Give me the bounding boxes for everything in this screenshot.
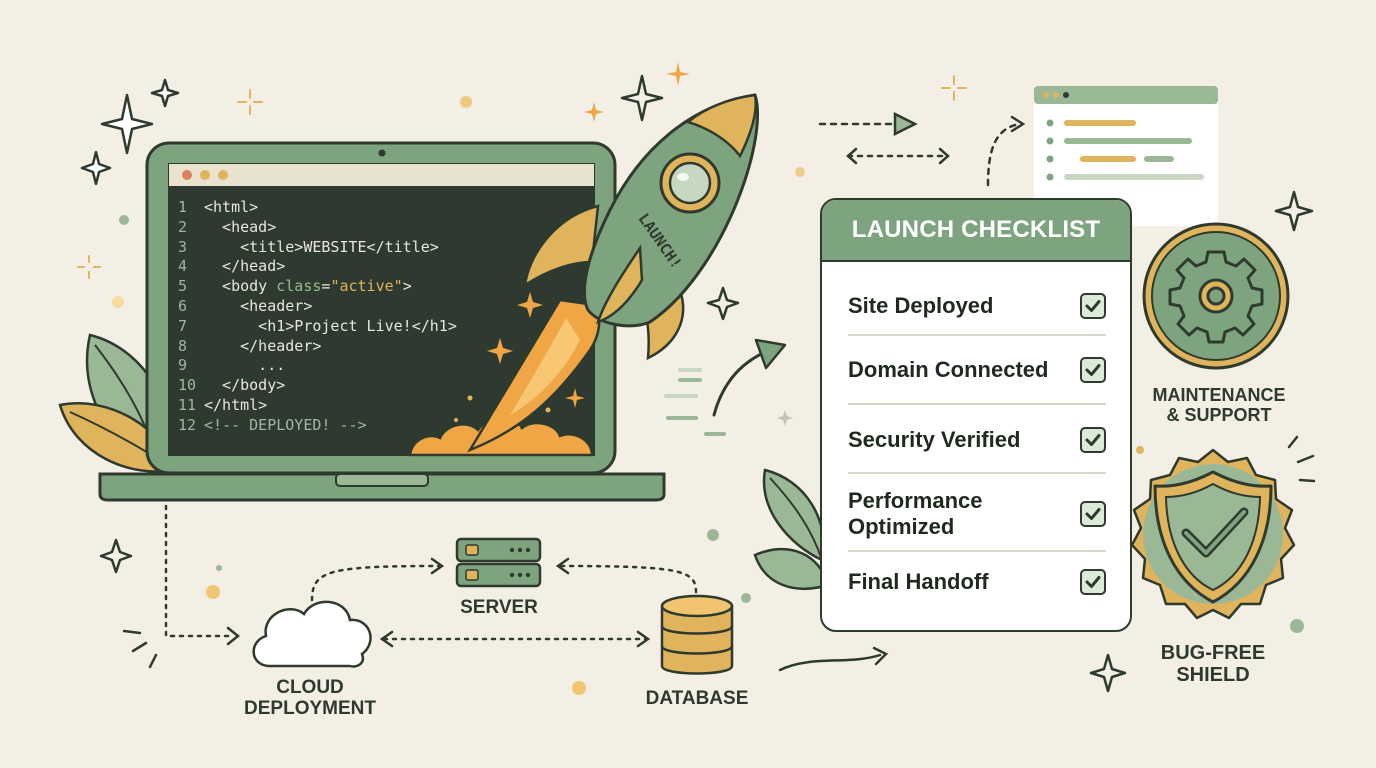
rocket-icon	[467, 93, 760, 453]
checklist-item-label: Final Handoff	[848, 568, 989, 594]
database-icon	[660, 594, 734, 675]
checklist-item-label: Domain Connected	[848, 356, 1049, 382]
sparkle-icon	[80, 74, 1314, 693]
code-text: <title>WEBSITE</title>	[204, 237, 439, 256]
divider	[848, 472, 1106, 474]
arrow-icon	[818, 111, 1026, 187]
code-line: 7 <h1>Project Live!</h1>	[178, 317, 457, 337]
line-number: 3	[178, 237, 188, 256]
checklist-item-label: Performance Optimized	[848, 487, 983, 539]
line-number: 8	[178, 336, 188, 355]
sparkle-icon	[487, 62, 793, 426]
code-text: </html>	[204, 395, 268, 414]
check-icon[interactable]	[1080, 501, 1106, 527]
line-number: 11	[178, 395, 197, 414]
code-text: <h1>Project Live!</h1>	[204, 316, 457, 335]
checklist-item-label: Security Verified	[848, 426, 1021, 452]
gear-icon	[1142, 222, 1290, 370]
speed-lines	[664, 368, 726, 436]
divider	[848, 403, 1106, 405]
code-line: 10 </body>	[178, 376, 457, 396]
code-text: <body class="active">	[204, 277, 412, 296]
arrow-icon	[778, 646, 889, 672]
code-text: <head>	[204, 217, 277, 236]
cloud-icon	[252, 600, 372, 668]
sparkle-icon	[77, 75, 967, 279]
line-number: 5	[178, 277, 188, 296]
line-number: 9	[178, 356, 188, 375]
database-label: DATABASE	[645, 688, 749, 709]
checklist-item-final-handoff: Final Handoff	[848, 564, 1106, 600]
code-text: <!-- DEPLOYED! -->	[204, 415, 367, 434]
code-text: <html>	[204, 198, 259, 216]
line-number: 6	[178, 296, 188, 315]
line-number: 1	[178, 198, 188, 216]
code-text: </header>	[204, 336, 322, 355]
maintenance-label: MAINTENANCE & SUPPORT	[1136, 385, 1302, 426]
checklist-item-site-deployed: Site Deployed	[848, 288, 1106, 324]
rays	[122, 435, 1316, 669]
checklist-item-performance-optimized: Performance Optimized	[848, 484, 1106, 544]
maintenance-label-line-2: & SUPPORT	[1166, 404, 1272, 425]
check-icon[interactable]	[1080, 357, 1106, 383]
server-label: SERVER	[460, 597, 538, 618]
code-line: 11 </html>	[178, 396, 457, 416]
shield-label-line-1: BUG-FREE	[1160, 642, 1266, 664]
shield-label: BUG-FREE SHIELD	[1130, 642, 1296, 686]
line-number: 7	[178, 316, 188, 335]
check-icon[interactable]	[1080, 427, 1106, 453]
server-icon	[455, 537, 542, 588]
check-icon[interactable]	[1080, 569, 1106, 595]
connector-lines	[164, 504, 698, 648]
check-icon[interactable]	[1080, 293, 1106, 319]
code-line: 2 <head>	[178, 218, 457, 238]
line-number: 10	[178, 376, 197, 395]
line-number: 12	[178, 415, 197, 434]
checklist-item-label: Site Deployed	[848, 292, 994, 318]
code-line: 8 </header>	[178, 337, 457, 357]
code-line: 9 ...	[178, 356, 457, 376]
code-line: 12 <!-- DEPLOYED! -->	[178, 416, 457, 436]
shield-label-line-2: SHIELD	[1176, 664, 1250, 686]
code-document-icon	[1034, 86, 1218, 226]
checklist-item-domain-connected: Domain Connected	[848, 352, 1106, 388]
code-editor: 1<html>2 <head>3 <title>WEBSITE</title>4…	[178, 198, 457, 436]
decor-dots	[112, 96, 1304, 695]
line-number: 2	[178, 217, 188, 236]
shield-check-icon	[1130, 448, 1296, 620]
cloud-label-line-1: CLOUD	[276, 677, 344, 698]
code-line: 5 <body class="active">	[178, 277, 457, 297]
maintenance-label-line-1: MAINTENANCE	[1152, 385, 1286, 405]
code-text: ...	[204, 356, 286, 375]
code-text: <header>	[204, 296, 313, 315]
code-text: </head>	[204, 257, 286, 276]
checklist-title: LAUNCH CHECKLIST	[822, 200, 1130, 262]
code-text: </body>	[204, 376, 286, 395]
cloud-label-line-2: DEPLOYMENT	[244, 697, 376, 719]
checklist-item-security-verified: Security Verified	[848, 422, 1106, 458]
line-number: 4	[178, 257, 188, 276]
launch-checklist: LAUNCH CHECKLIST Site Deployed Domain Co…	[820, 198, 1132, 632]
divider	[848, 550, 1106, 552]
cloud-label: CLOUD DEPLOYMENT	[230, 677, 390, 720]
leaf-icon	[753, 468, 830, 590]
code-line: 6 <header>	[178, 297, 457, 317]
divider	[848, 334, 1106, 336]
arrow-icon	[712, 338, 787, 417]
code-line: 3 <title>WEBSITE</title>	[178, 238, 457, 258]
code-line: 4 </head>	[178, 257, 457, 277]
code-line: 1 <html>	[178, 198, 457, 218]
